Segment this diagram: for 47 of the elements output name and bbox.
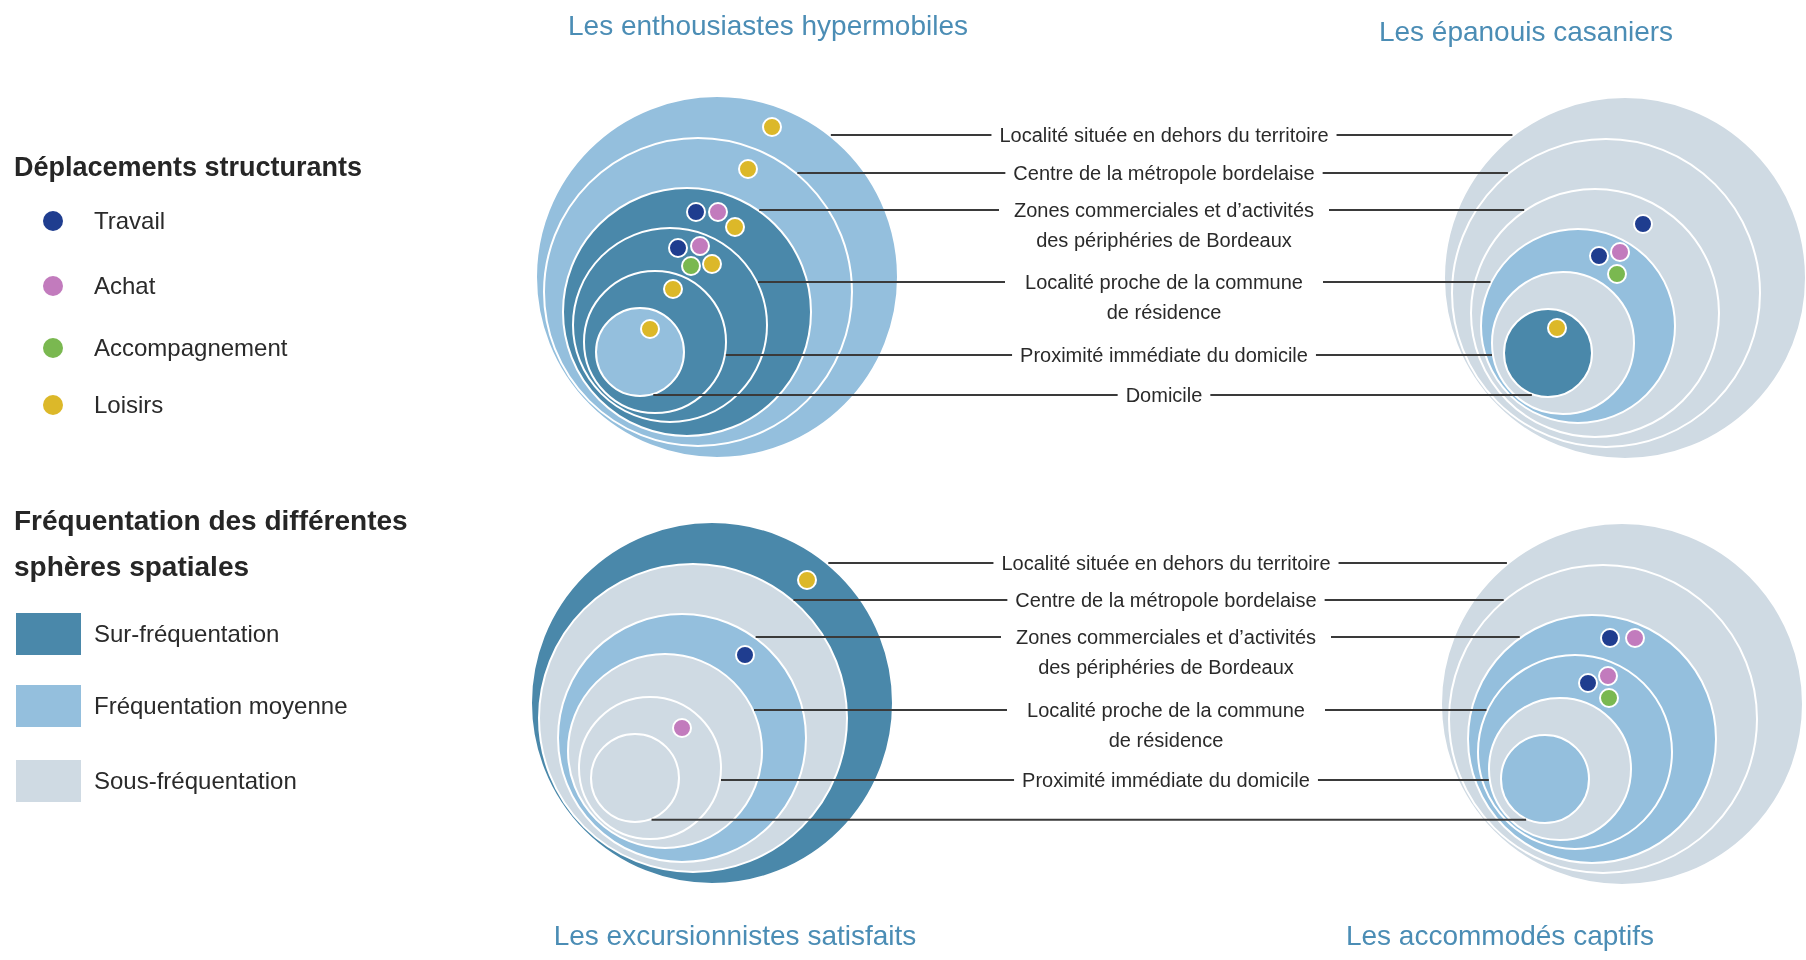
region-label: Zones commerciales et d’activités des périphéries de Bordeaux	[1001, 622, 1331, 682]
legend-label: Loisirs	[94, 390, 164, 420]
leader-line	[758, 209, 1000, 211]
leader-line	[1337, 562, 1508, 564]
group-title: Les accommodés captifs	[1345, 919, 1655, 953]
region-label: Zones commerciales et d’activités des périphéries de Bordeaux	[999, 195, 1329, 255]
leader-line	[1335, 134, 1514, 136]
leader-line	[754, 636, 1002, 638]
region-label: Localité proche de la commune de résidence	[1007, 695, 1325, 755]
region-label: Domicile	[1117, 380, 1211, 410]
leader-line	[650, 818, 1528, 821]
leader-line	[829, 134, 993, 136]
leader-line	[1324, 709, 1488, 711]
leader-line	[720, 779, 1016, 781]
region-label: Localité proche de la commune de résidence	[1005, 267, 1323, 327]
leader-line	[1316, 779, 1490, 781]
leader-line	[792, 599, 1009, 601]
legend-label: Achat	[94, 271, 156, 301]
legend-heading: Déplacements structurants	[14, 151, 364, 184]
legend-label: Sous-fréquentation	[94, 766, 297, 796]
leader-line	[652, 394, 1119, 396]
leader-line	[1328, 209, 1526, 211]
leader-line	[753, 709, 1008, 711]
region-label: Proximité immédiate du domicile	[1014, 765, 1318, 795]
region-label: Centre de la métropole bordelaise	[1005, 158, 1323, 188]
region-label: Proximité immédiate du domicile	[1012, 340, 1316, 370]
legend-label: Fréquentation moyenne	[94, 691, 348, 721]
leader-line	[724, 354, 1014, 356]
region-label: Centre de la métropole bordelaise	[1007, 585, 1325, 615]
leader-line	[1322, 281, 1492, 283]
legend-heading: Fréquentation des différentes sphères spatiales	[14, 504, 409, 584]
legend-label: Accompagnement	[94, 333, 288, 363]
region-label: Localité située en dehors du territoire	[993, 548, 1339, 578]
leader-line	[827, 562, 995, 564]
group-title: Les excursionnistes satisfaits	[553, 919, 917, 953]
group-title: Les épanouis casaniers	[1378, 15, 1674, 49]
leader-line	[1209, 394, 1533, 396]
leader-line	[1323, 599, 1505, 601]
leader-line	[1321, 172, 1509, 174]
region-label: Localité située en dehors du territoire	[991, 120, 1337, 150]
legend-label: Travail	[94, 206, 166, 236]
leader-line	[757, 281, 1006, 283]
leader-line	[796, 172, 1007, 174]
group-title: Les enthousiastes hypermobiles	[568, 9, 968, 43]
legend-label: Sur-fréquentation	[94, 619, 280, 649]
leader-line	[1314, 354, 1493, 356]
leader-line	[1330, 636, 1521, 638]
